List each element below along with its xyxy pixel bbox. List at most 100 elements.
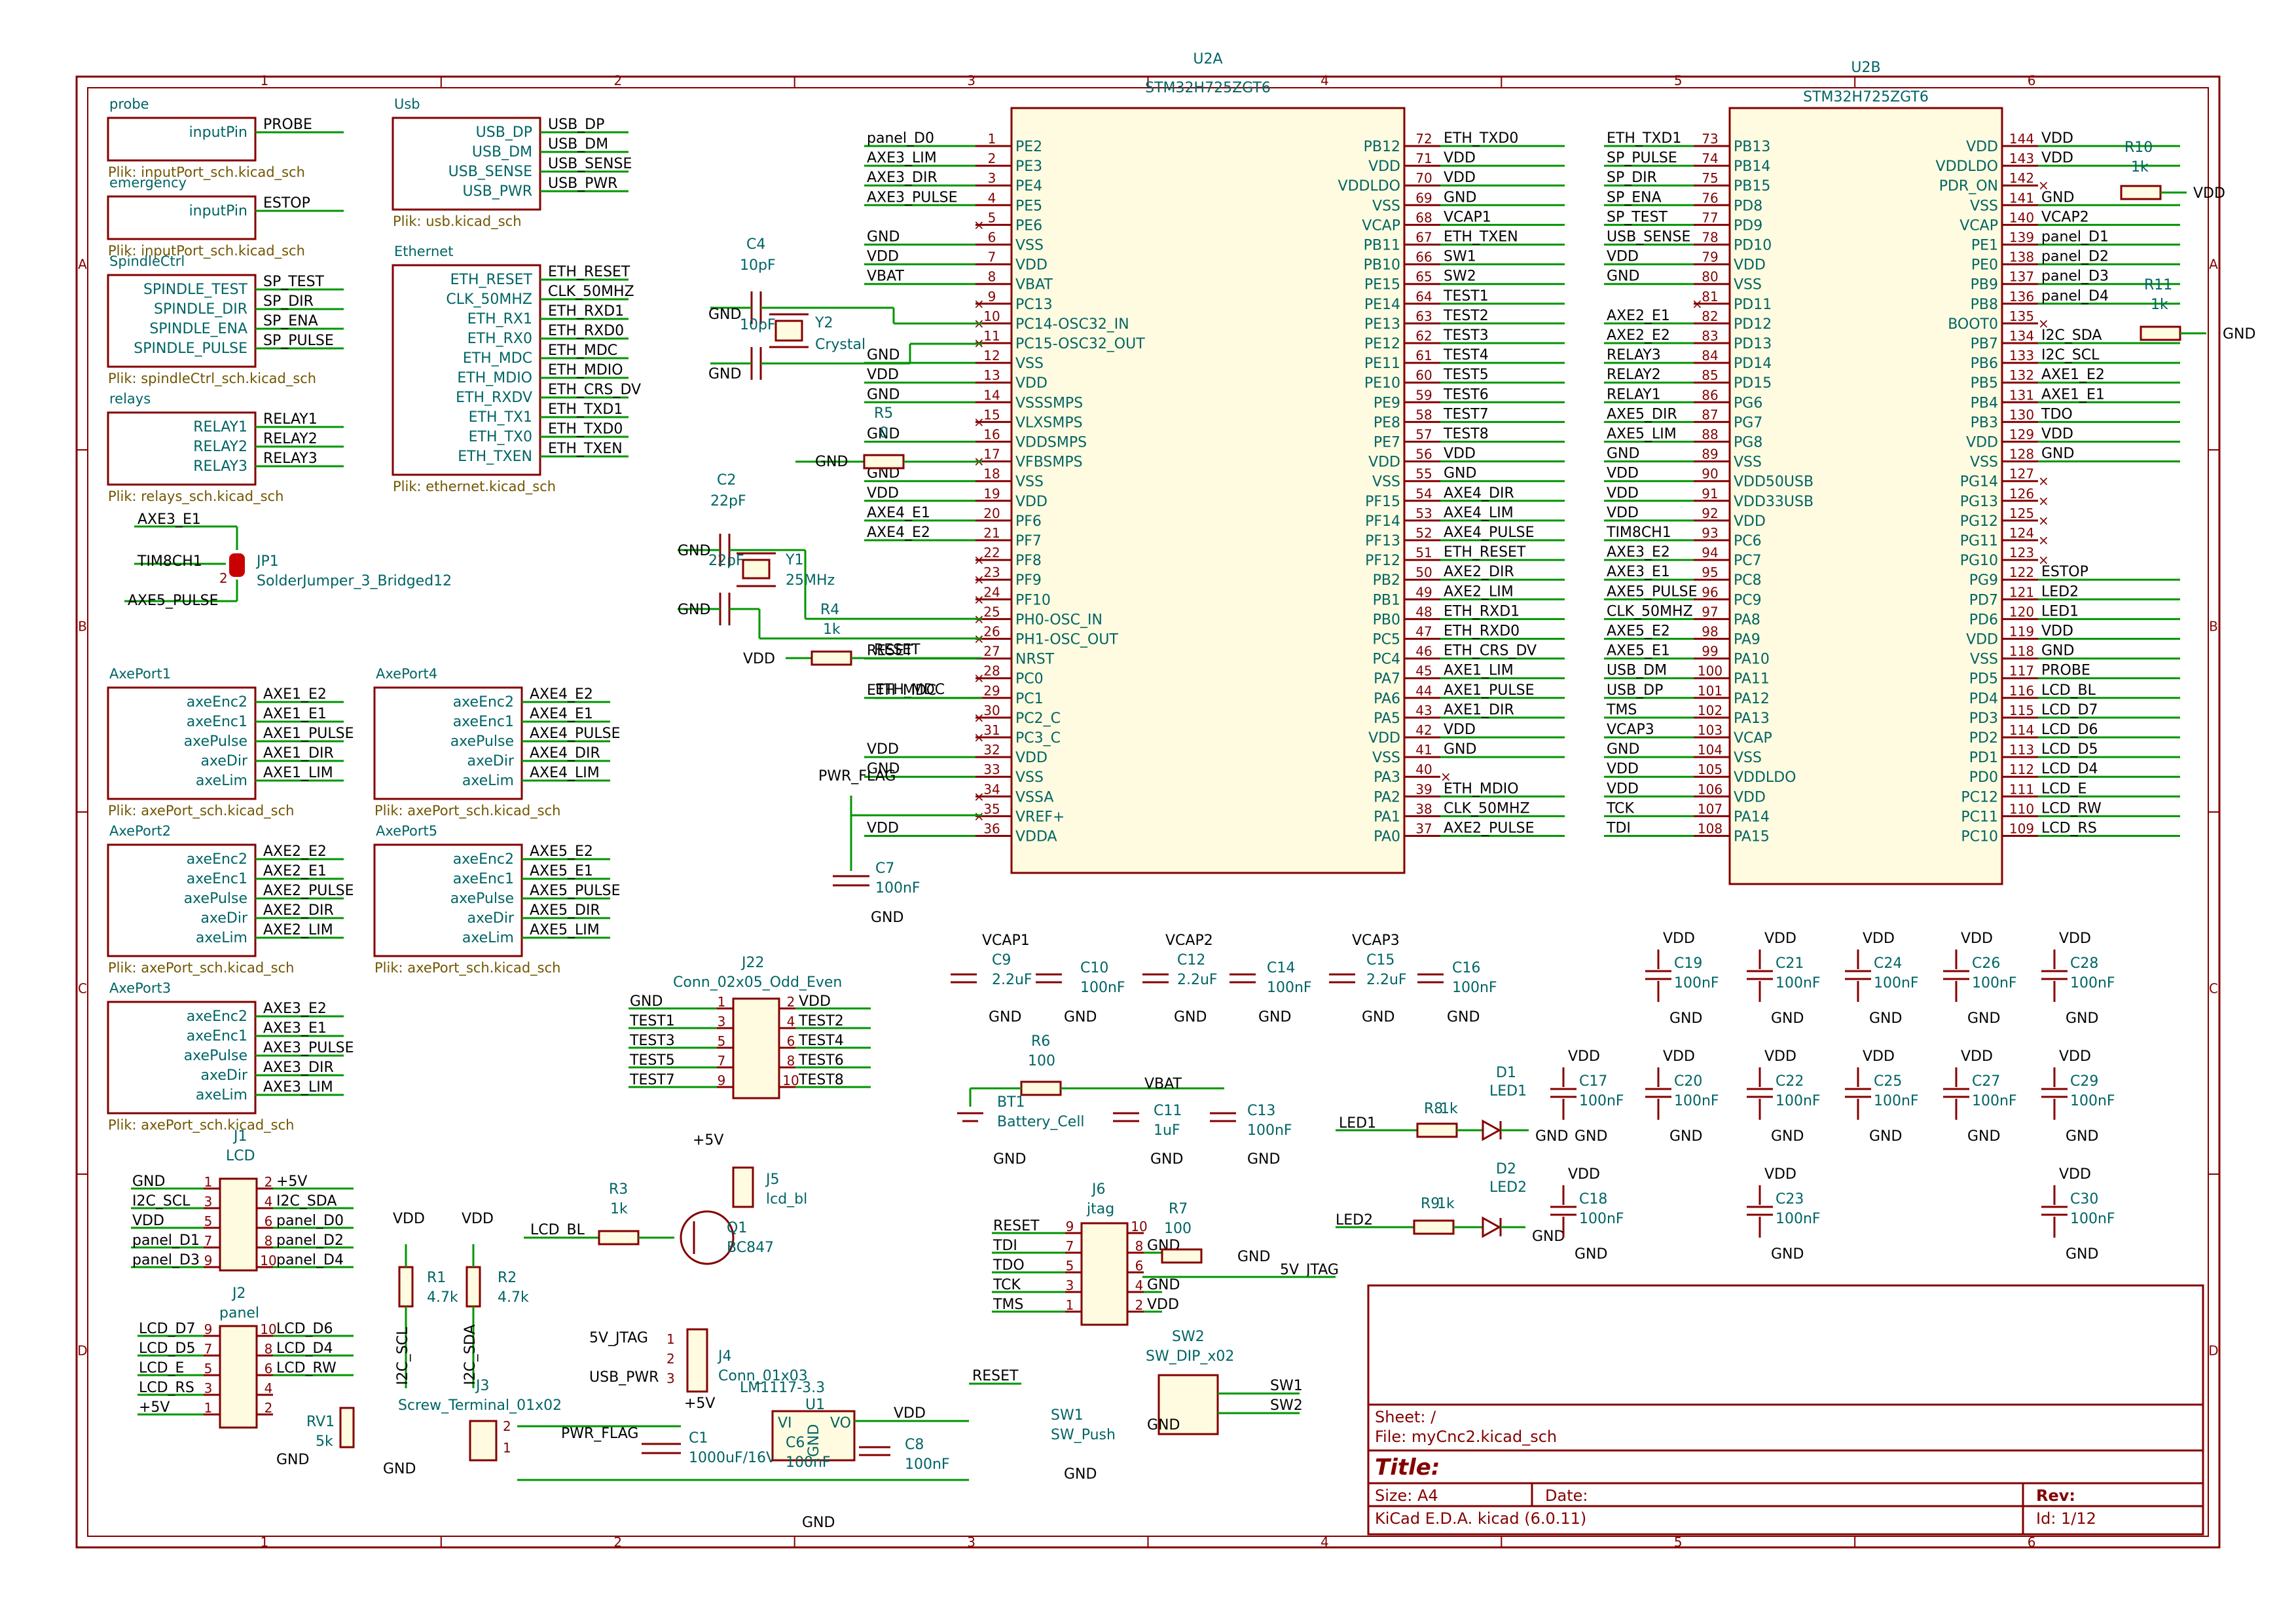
decap-value: 100nF (1579, 1093, 1624, 1109)
u2b-net-label: PROBE (2041, 663, 2090, 679)
c9-ref: C9 (992, 952, 1011, 969)
u2a-no-connect: × (974, 572, 985, 587)
sheet-net: AXE4_DIR (530, 745, 600, 762)
d2-gnd: GND (1532, 1228, 1565, 1245)
u2b-pin-name: PC7 (1734, 553, 1762, 569)
u2b-pin-name: PDR_ON (1939, 178, 1998, 194)
rv1-ref: RV1 (306, 1414, 335, 1430)
u2a-net-label: VBAT (867, 268, 904, 285)
u2a-pin-name: VSS (1015, 474, 1044, 490)
sheet-file: Plik: ethernet.kicad_sch (393, 479, 556, 495)
u2b-pin-name: PA12 (1734, 691, 1770, 707)
sheet-net: ETH_TXEN (548, 441, 623, 457)
decap-ref: C23 (1776, 1191, 1804, 1208)
r3-value: 1k (610, 1201, 628, 1217)
u2a-pin-name: PE14 (1364, 297, 1400, 313)
u2b-no-connect: × (2038, 473, 2049, 489)
u2a-pin-name: PC15-OSC32_OUT (1015, 336, 1145, 352)
sheet-net: USB_PWR (548, 175, 617, 192)
u2b-pin-number: 98 (1702, 624, 1718, 640)
u2a-pin-number: 17 (983, 447, 1000, 462)
i2c-scl-net: I2C_SCL (395, 1327, 411, 1385)
sheet-net: AXE1_DIR (263, 745, 334, 762)
u2a-net-label: VDD (1444, 170, 1476, 186)
sheet-pin: axeLim (462, 773, 514, 789)
u2b-net-label: SP_DIR (1607, 170, 1657, 186)
u2b-pin-number: 123 (2009, 545, 2034, 561)
u2a-pin-number: 48 (1415, 604, 1432, 619)
y2-value: Crystal (815, 337, 866, 353)
u2b-pin-name: PE0 (1971, 257, 1998, 274)
sheet-net: AXE1_PULSE (263, 726, 354, 742)
r7-gnd: GND (1237, 1249, 1270, 1265)
u2a-pin-number: 8 (988, 269, 996, 285)
sheet-file: Plik: axePort_sch.kicad_sch (374, 960, 560, 976)
sheet-name: AxePort2 (109, 823, 171, 839)
j6-pin-number: 3 (1066, 1278, 1074, 1293)
u2b-pin-name: PD14 (1734, 356, 1772, 372)
u2a-pin-number: 54 (1415, 486, 1432, 502)
j2-pin-number: 1 (204, 1400, 213, 1416)
u2b-value: STM32H725ZGT6 (1803, 89, 1929, 105)
u2b-net-label: I2C_SCL (2041, 347, 2100, 363)
decap-ref: C21 (1776, 955, 1804, 972)
c13-ref: C13 (1247, 1103, 1275, 1119)
u2b-pin-name: PA11 (1734, 671, 1770, 688)
j22-pin-number: 7 (718, 1053, 726, 1069)
sheet-pin: axeEnc2 (453, 694, 514, 710)
u2b-pin-number: 83 (1702, 328, 1718, 344)
u2a-pin-name: PB12 (1364, 139, 1400, 155)
u2a-pin-number: 45 (1415, 663, 1432, 679)
sheet-net: ETH_RESET (548, 264, 630, 280)
u2b-pin-name: VDD33USB (1734, 494, 1813, 510)
u2b-net-label: USB_DP (1607, 682, 1663, 699)
c9-value: 2.2uF (992, 972, 1032, 988)
c11-gnd: GND (1150, 1151, 1183, 1168)
svg-text:2: 2 (666, 1351, 675, 1367)
j1-pin-number: 10 (260, 1253, 276, 1268)
d2-ref: D2 (1496, 1161, 1516, 1177)
j2-pin-number: 5 (204, 1361, 213, 1376)
u2b-pin-number: 124 (2009, 525, 2034, 541)
u2a-net-label: panel_D0 (867, 130, 934, 147)
u2b-pin-number: 107 (1698, 801, 1722, 817)
sheet-pin: axeEnc1 (187, 714, 247, 730)
c14-ref: C14 (1267, 960, 1295, 976)
u2a-pin-name: VDD (1368, 158, 1400, 175)
u2a-pin-number: 34 (983, 781, 1000, 797)
u2a-pin-name: PC13 (1015, 297, 1053, 313)
sheet-net: AXE4_LIM (530, 765, 600, 781)
r10-value: 1k (2131, 159, 2149, 175)
u2a-pin-name: VDD (1015, 750, 1048, 766)
u2b-pin-number: 110 (2009, 801, 2034, 817)
r8-ref: R8 (1424, 1101, 1443, 1117)
u2b-pin-name: PB7 (1971, 336, 1998, 352)
sheet-box (373, 843, 523, 957)
u2a-pin-name: PE8 (1374, 415, 1400, 431)
sheet-name: relays (109, 391, 151, 407)
u2b-pin-name: PD2 (1969, 730, 1998, 747)
u2a-net-label: AXE4_LIM (1444, 505, 1514, 521)
sheet-file: Plik: inputPort_sch.kicad_sch (108, 164, 305, 181)
u2b-net-label: VCAP3 (1607, 722, 1654, 738)
j22-pin-number: 10 (782, 1073, 799, 1088)
j22-pin-number: 6 (787, 1033, 795, 1049)
u2b-pin-name: PC11 (1961, 809, 1998, 825)
y2-crystal-circuit: C4 10pF 10pF Y2 Crystal GND GND (708, 236, 982, 382)
j22-pin-number: 5 (718, 1033, 726, 1049)
u2b-pin-number: 144 (2009, 131, 2034, 147)
u2b-pin-number: 112 (2009, 762, 2034, 777)
u2a-pin-name: PC4 (1372, 652, 1400, 668)
u1-vdd: VDD (894, 1405, 926, 1422)
c1-value: 1000uF/16V (689, 1450, 776, 1466)
y1-ref: Y1 (785, 552, 803, 568)
j1-net-left: panel_D1 (132, 1232, 200, 1249)
u2b-net-label: LCD_RW (2041, 800, 2102, 817)
u2a-pin-name: PA2 (1374, 789, 1400, 805)
u2b-pin-number: 85 (1702, 367, 1718, 383)
u2a-net-label: AXE1_LIM (1444, 663, 1514, 679)
decap-gnd: GND (2066, 1128, 2098, 1145)
decap-vdd: VDD (1568, 1166, 1600, 1183)
